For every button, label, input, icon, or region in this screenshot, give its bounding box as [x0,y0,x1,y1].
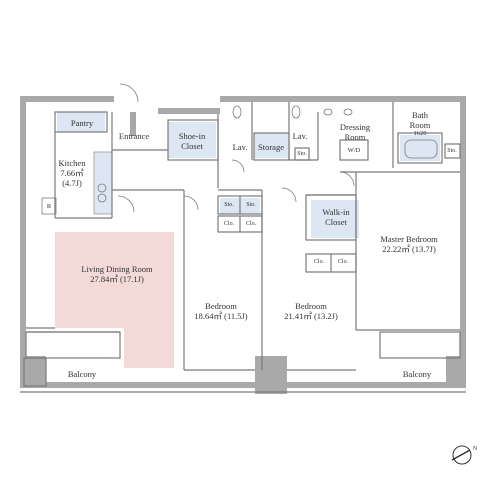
pantry-floor [57,112,105,132]
exterior-walls [20,96,466,394]
walkin-closet-floor [311,200,359,238]
sto-right-label: Sto. [447,148,457,154]
storage-floor [254,133,288,158]
wd-label: W/D [347,147,361,154]
balcony-right-label: Balcony [402,369,432,379]
refrigerator-label: R [46,203,52,210]
living-dining-floor [55,232,174,368]
balcony-left-label: Balcony [67,369,97,379]
clo-c-label: Clo. [313,259,325,265]
pantry-label: Pantry [70,118,94,128]
sto-a-label: Sto. [224,202,234,208]
compass-letter: N [472,446,478,452]
fixtures [41,83,438,215]
interior-walls [20,102,466,393]
sto-b-label: Sto. [246,202,256,208]
shoe-closet-floor [168,122,216,158]
clo-d-label: Clo. [337,259,349,265]
storage-label: Storage [258,142,284,152]
lav-2-label: Lav. [292,131,308,141]
clo-a-label: Clo. [223,221,235,227]
lav-1-label: Lav. [232,142,248,152]
entrance-label: Entrance [118,131,150,141]
clo-b-label: Clo. [245,221,257,227]
compass-icon [451,445,472,465]
sto-small-label: Sto. [297,151,307,157]
kitchen-counter [93,151,113,215]
